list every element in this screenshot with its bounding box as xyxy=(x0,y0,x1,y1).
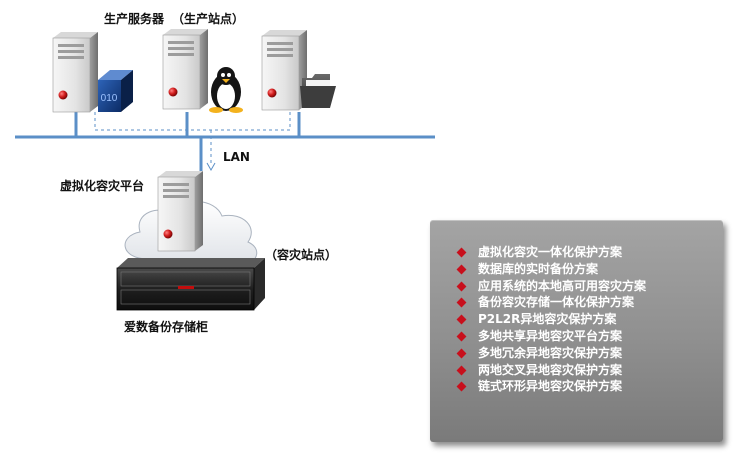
lan-label: LAN xyxy=(223,150,250,164)
production-site-label: （生产站点） xyxy=(172,12,245,26)
server-icon xyxy=(162,28,209,110)
lan-network xyxy=(15,112,435,172)
production-server-2 xyxy=(162,28,243,113)
server-icon xyxy=(52,31,99,113)
production-server-label: 生产服务器 xyxy=(104,12,165,26)
diamond-bullet-icon xyxy=(456,331,467,342)
solution-label: 多地共享异地容灾平台方案 xyxy=(478,328,623,343)
solution-item: 多地冗余异地容灾保护方案 xyxy=(456,345,646,362)
solution-label: 虚拟化容灾一体化保护方案 xyxy=(478,245,623,259)
solution-item: P2L2R异地容灾保护方案 xyxy=(456,311,646,328)
solution-item: 数据库的实时备份方案 xyxy=(456,261,646,278)
diamond-bullet-icon xyxy=(456,314,467,325)
diamond-bullet-icon xyxy=(456,381,467,392)
diamond-bullet-icon xyxy=(456,297,467,308)
solution-label: 多地冗余异地容灾保护方案 xyxy=(478,345,623,360)
dr-site-label: （容灾站点） xyxy=(265,248,338,262)
linux-penguin-icon xyxy=(209,67,243,113)
solution-item: 两地交叉异地容灾保护方案 xyxy=(456,362,646,379)
folder-icon xyxy=(300,74,336,108)
replication-arrow-icon xyxy=(206,162,216,172)
server-icon xyxy=(157,170,204,252)
solution-item: 链式环形异地容灾保护方案 xyxy=(456,378,646,395)
diamond-bullet-icon xyxy=(456,264,467,275)
solutions-list: 虚拟化容灾一体化保护方案 数据库的实时备份方案 应用系统的本地高可用容灾方案 备… xyxy=(456,244,646,395)
solutions-panel: 虚拟化容灾一体化保护方案 数据库的实时备份方案 应用系统的本地高可用容灾方案 备… xyxy=(430,220,723,442)
solution-item: 备份容灾存储一体化保护方案 xyxy=(456,294,646,311)
solution-label: P2L2R异地容灾保护方案 xyxy=(478,312,617,327)
production-server-3 xyxy=(261,29,336,111)
solution-item: 多地共享异地容灾平台方案 xyxy=(456,328,646,345)
storage-label: 爱数备份存储柜 xyxy=(124,320,209,334)
solution-item: 虚拟化容灾一体化保护方案 xyxy=(456,244,646,261)
dr-platform-label: 虚拟化容灾平台 xyxy=(60,179,145,193)
diamond-bullet-icon xyxy=(456,247,467,258)
server-icon xyxy=(261,29,308,111)
storage-rack-icon xyxy=(116,258,265,311)
solution-label: 两地交叉异地容灾保护方案 xyxy=(478,362,623,377)
solution-label: 链式环形异地容灾保护方案 xyxy=(478,379,623,394)
solution-label: 数据库的实时备份方案 xyxy=(478,261,599,276)
diamond-bullet-icon xyxy=(456,365,467,376)
replication-dashed-path xyxy=(94,112,291,166)
solution-label: 备份容灾存储一体化保护方案 xyxy=(478,295,635,310)
diamond-bullet-icon xyxy=(456,281,467,292)
solution-item: 应用系统的本地高可用容灾方案 xyxy=(456,278,646,295)
data-cube-icon: 010 xyxy=(98,70,133,112)
data-cube-text: 010 xyxy=(101,93,118,104)
production-server-1: 010 xyxy=(52,31,133,113)
diamond-bullet-icon xyxy=(456,348,467,359)
solution-label: 应用系统的本地高可用容灾方案 xyxy=(478,278,647,293)
